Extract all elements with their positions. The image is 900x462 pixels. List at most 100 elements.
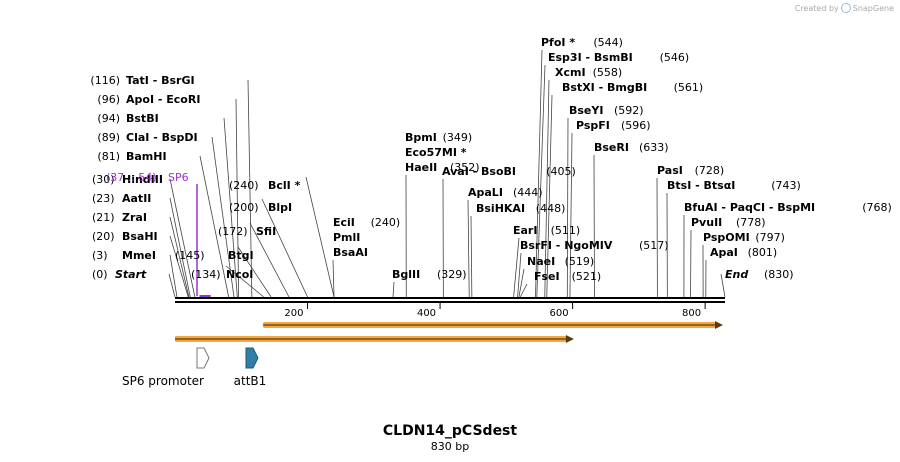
snapgene-logo-icon [840,3,851,13]
site-pos-AvaI-BsoBI: (405) [546,165,576,178]
leader-329 [392,281,395,298]
site-ZraI: ZraI [122,211,147,224]
start-label: Start [115,268,147,281]
credit-brand: SnapGene [852,3,894,13]
site-pos-FseI: (521) [572,270,602,283]
site-Esp3I-BsmBI: Esp3I - BsmBI [548,51,633,64]
site-EarI: EarI [513,224,537,237]
leader-ZraI [169,216,190,298]
leader-546 [536,64,546,298]
site-pos-ApaI: (801) [748,246,778,259]
feature-arrow-attB1 [245,347,259,369]
site-leader-lines [168,49,726,298]
site-pos-ClaI - BspDI: (89) [97,131,120,144]
site-pos-BlpI: (200) [229,201,259,214]
leader-519 [518,268,525,298]
site-pos-ApaLI: (444) [513,186,543,199]
site-NcoI: NcoI [226,268,253,281]
site-PspOMI: PspOMI [703,231,750,244]
site-TatI - BsrGI: TatI - BsrGI [126,74,195,87]
site-ApaLI: ApaLI [468,186,503,199]
site-pos-BstXI-BmgBI: (561) [674,81,704,94]
leader-SfiI [249,222,290,298]
site-MmeI: MmeI [122,249,156,262]
site-pos-EarI: (511) [551,224,581,237]
backbone [175,297,725,303]
leader-592 [566,117,569,298]
leader-BsaHI [169,235,189,298]
site-Eco57MI-: Eco57MI * [405,146,467,159]
site-pos-BtgI: (145) [175,249,205,262]
ruler-tick-label-600: 600 [549,308,568,319]
feature-label-attB1: attB1 [234,374,267,388]
start-leader [168,273,176,298]
site-BsaAI: BsaAI [333,246,368,259]
end-label: End [725,268,748,281]
site-pos-HaeII: (352) [450,161,480,174]
feature-arrow-SP6-promoter [196,347,210,369]
site-BfuAI-PaqCI-BspMI: BfuAI - PaqCI - BspMI [684,201,815,214]
site-NaeI: NaeI [527,255,555,268]
site-AatII: AatII [122,192,151,205]
site-BstXI-BmgBI: BstXI - BmgBI [562,81,647,94]
leader-558 [544,79,550,298]
map-length: 830 bp [430,440,470,453]
site-BglII: BglII [392,268,420,281]
end-position: (830) [764,268,794,281]
site-PasI: PasI [657,164,683,177]
leader-MmeI [169,254,178,298]
site-pos-PasI: (728) [695,164,725,177]
site-AvaI-BsoBI: AvaI - BsoBI [442,165,516,178]
leader-TatI - BsrGI [247,79,253,298]
leader-521 [519,283,528,298]
site-BclI *: BclI * [268,179,301,192]
site-pos-ApoI - EcoRI: (96) [97,93,120,106]
ruler-tick-label-200: 200 [284,308,303,319]
leader-BamHI [199,155,230,298]
primer-range-SP6: (37 .. 54) [106,171,157,184]
site-BtsI-Bts-I: BtsI - BtsαI [667,179,735,192]
site-FseI: FseI [534,270,560,283]
leader-ClaI - BspDI [211,136,235,298]
site-BsrFI-NgoMIV: BsrFI - NgoMIV [520,239,613,252]
site-ApoI - EcoRI: ApoI - EcoRI [126,93,200,106]
leader-444 [467,199,470,298]
orf-arrowhead-0 [715,321,723,329]
leader-NcoI [225,265,265,298]
leader-AatII [169,197,191,298]
site-EciI: EciI [333,216,355,229]
credit-prefix: Created by [794,3,839,13]
site-BsiHKAI: BsiHKAI [476,202,525,215]
site-pos-PspOMI: (797) [755,231,785,244]
site-PvuII: PvuII [691,216,722,229]
ruler-tick-label-800: 800 [682,308,701,319]
site-XcmI: XcmI [555,66,586,79]
site-pos-AatII: (23) [92,192,115,205]
leader-517 [517,252,522,298]
leader-BlpI [261,198,308,298]
site-HindIII: HindIII [122,173,163,186]
site-pos-BsrFI-NgoMIV: (517) [639,239,669,252]
site-pos-BseYI: (592) [614,104,644,117]
leader-BtgI [237,246,272,298]
leader-448 [470,215,473,298]
site-pos-BamHI: (81) [97,150,120,163]
site-pos-XcmI: (558) [593,66,623,79]
primer-label-SP6: SP6 [168,171,189,184]
site-pos-NcoI: (134) [191,268,221,281]
ruler-tick-label-400: 400 [417,308,436,319]
site-pos-BglII: (329) [437,268,467,281]
site-BamHI: BamHI [126,150,167,163]
site-pos-BsaHI: (20) [92,230,115,243]
site-BseRI: BseRI [594,141,629,154]
site-SfiI: SfiI [256,225,276,238]
site-pos-BfuAI-PaqCI-BspMI: (768) [862,201,892,214]
site-HaeII: HaeII [405,161,437,174]
site-ApaI: ApaI [710,246,738,259]
start-position: (0) [92,268,108,281]
site-pos-MmeI: (3) [92,249,108,262]
site-PspFI: PspFI [576,119,610,132]
site-PfoI-: PfoI * [541,36,575,49]
leader-BstBI [223,117,238,298]
